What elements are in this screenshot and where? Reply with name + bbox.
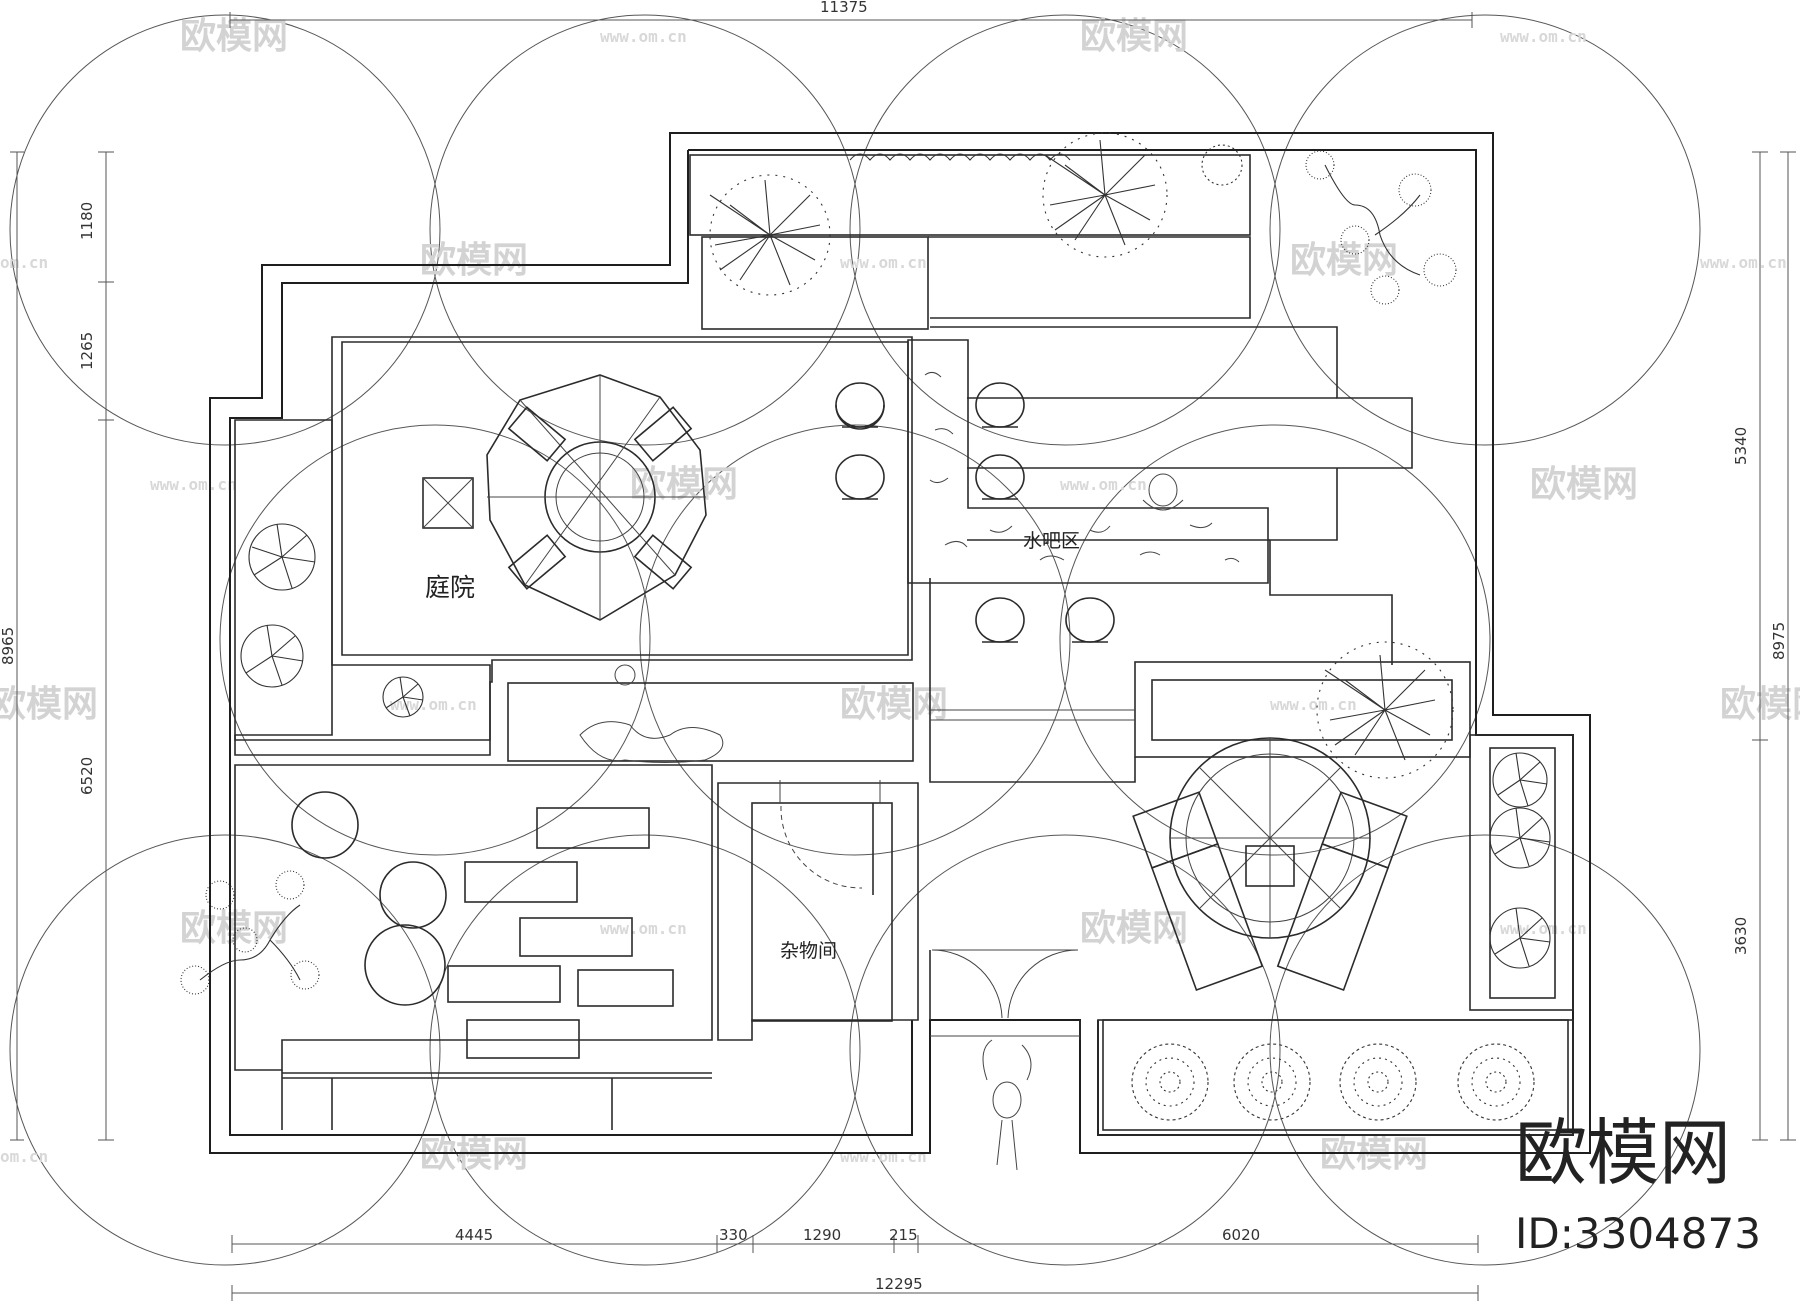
watermark-site: www.om.cn — [1500, 27, 1587, 46]
shrub-icon — [240, 624, 304, 688]
tree-icon — [709, 174, 831, 296]
watermark-brand: 欧模网 — [0, 684, 98, 725]
bar-stools — [835, 382, 1115, 643]
dim-right-seg: 5340 — [1732, 427, 1750, 465]
planters-round — [240, 523, 1551, 969]
dimension-right: 5340 3630 8975 — [1732, 151, 1796, 1141]
inner-layout — [234, 154, 1574, 1136]
room-label-water-bar: 水吧区 — [1023, 530, 1080, 552]
dim-right-seg: 3630 — [1732, 917, 1750, 955]
dim-left-seg: 1180 — [78, 202, 96, 240]
watermark-site: www.om.cn — [1270, 695, 1357, 714]
sun-loungers — [1132, 737, 1408, 992]
watermark-layer: 欧模网 www.om.cn 欧模网 www.om.cn om.cn 欧模网 ww… — [0, 14, 1800, 1266]
watermark-brand: 欧模网 — [1080, 16, 1188, 57]
boxwood-icon — [1457, 1043, 1535, 1121]
watermark-brand: 欧模网 — [180, 16, 288, 57]
watermark-brand: 欧模网 — [1080, 908, 1188, 949]
dim-bottom-seg: 1290 — [803, 1226, 841, 1244]
room-label-courtyard: 庭院 — [425, 573, 475, 602]
person-icon — [1142, 473, 1184, 511]
dimension-left: 8965 1180 1265 6520 — [0, 151, 114, 1141]
watermark-site: www.om.cn — [1060, 475, 1147, 494]
boxwood-icon — [1131, 1043, 1209, 1121]
courtyard-umbrella-table — [422, 374, 707, 621]
watermark-brand: 欧模网 — [1320, 1134, 1428, 1175]
watermark-site: www.om.cn — [390, 695, 477, 714]
tree-icon — [1042, 132, 1168, 258]
shrub-icon — [382, 676, 424, 718]
watermark-site: om.cn — [0, 1147, 48, 1166]
shrub-icon — [1492, 752, 1548, 808]
shrub-icon — [1489, 807, 1551, 869]
room-label-storage: 杂物间 — [780, 940, 837, 962]
watermark-site: www.om.cn — [1700, 253, 1787, 272]
brand-logo: 欧模网 — [1515, 1111, 1731, 1195]
watermark-brand: 欧模网 — [420, 1134, 528, 1175]
watermark-brand: 欧模网 — [840, 684, 948, 725]
watermark-site: om.cn — [0, 253, 48, 272]
boxwood-row — [1131, 1043, 1535, 1121]
watermark-site: www.om.cn — [150, 475, 237, 494]
watermark-site: www.om.cn — [600, 919, 687, 938]
dim-left-outer: 8965 — [0, 627, 17, 665]
lounge-furniture — [291, 791, 674, 1059]
hedge-icon — [849, 153, 1071, 161]
marble-texture — [924, 371, 1240, 563]
shrub-icon — [248, 523, 316, 591]
watermark-brand: 欧模网 — [180, 908, 288, 949]
ornamental-trees — [709, 132, 1454, 779]
tree-icon — [1316, 641, 1454, 779]
figure-sculpture — [579, 664, 724, 763]
watermark-site: www.om.cn — [1500, 919, 1587, 938]
flowers-icon — [1201, 144, 1243, 186]
pine-trees — [180, 150, 1457, 995]
pine-icon — [180, 870, 320, 995]
dim-bottom-seg: 4445 — [455, 1226, 493, 1244]
dim-left-seg: 6520 — [78, 757, 96, 795]
boxwood-icon — [1233, 1043, 1311, 1121]
watermark-brand: 欧模网 — [1290, 240, 1398, 281]
outer-walls — [209, 132, 1591, 1154]
watermark-site: www.om.cn — [600, 27, 687, 46]
dimension-top: 11375 — [229, 0, 1473, 28]
dimension-bottom: 4445 330 1290 215 6020 12295 — [231, 1226, 1479, 1301]
watermark-brand: 欧模网 — [420, 240, 528, 281]
watermark-brand: 欧模网 — [1530, 464, 1638, 505]
dim-bottom-seg: 6020 — [1222, 1226, 1260, 1244]
person-icon — [982, 1039, 1032, 1171]
dim-top-total: 11375 — [820, 0, 868, 16]
brand-id: ID:3304873 — [1515, 1209, 1761, 1258]
dim-bottom-seg: 215 — [889, 1226, 918, 1244]
shrub-icon — [1489, 907, 1551, 969]
watermark-site: www.om.cn — [840, 253, 927, 272]
dim-bottom-seg: 330 — [719, 1226, 748, 1244]
watermark-brand: 欧模网 — [630, 464, 738, 505]
pine-icon — [1305, 150, 1457, 305]
watermark-site: www.om.cn — [840, 1147, 927, 1166]
dim-left-seg: 1265 — [78, 332, 96, 370]
dim-bottom-total: 12295 — [875, 1275, 923, 1293]
boxwood-icon — [1339, 1043, 1417, 1121]
dim-right-outer: 8975 — [1770, 622, 1788, 660]
